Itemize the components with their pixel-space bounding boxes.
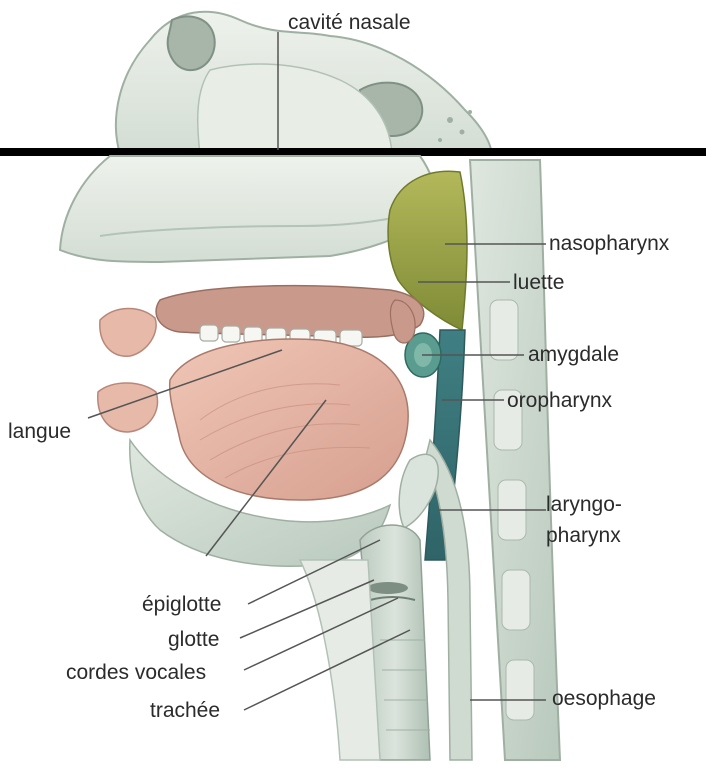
label-laryngopharynx-line1: laryngo- [546,493,622,516]
nasopharynx-region [387,170,468,332]
leader-tongue [87,349,283,419]
leader-tongue-pointer [205,399,327,557]
label-nasal-cavity: cavité nasale [288,11,411,34]
label-esophagus: oesophage [552,687,656,710]
spine-column [468,159,562,761]
leader-trachea [243,629,411,711]
uvula [389,299,416,344]
divider-bar [0,148,706,156]
neck-tissue [298,559,381,761]
leader-lines [87,32,546,711]
leader-glottis [239,579,375,639]
label-nasopharynx: nasopharynx [549,232,670,255]
leader-epiglottis [247,539,381,605]
epiglottis [398,453,439,530]
glottis [368,582,408,594]
lips [97,307,159,433]
label-epiglottis: épiglotte [142,593,222,616]
label-tonsil: amygdale [528,343,620,366]
tongue-fibers [199,383,371,479]
leader-vocal-cords [243,597,399,671]
vocal-cords [369,596,416,601]
upper-skull [114,10,494,155]
label-laryngopharynx-line2: pharynx [546,524,621,547]
label-glottis: glotte [168,628,220,651]
label-vocal-cords: cordes vocales [66,661,207,684]
label-oropharynx: oropharynx [507,389,613,412]
label-tongue: langue [8,420,72,443]
nasal-cavity-lower [58,155,442,264]
esophagus-tube [424,438,473,761]
tongue [168,338,409,501]
label-uvula: luette [513,271,565,294]
label-trachea: trachée [150,699,221,722]
oropharynx-region [424,329,466,561]
palate [155,284,425,339]
